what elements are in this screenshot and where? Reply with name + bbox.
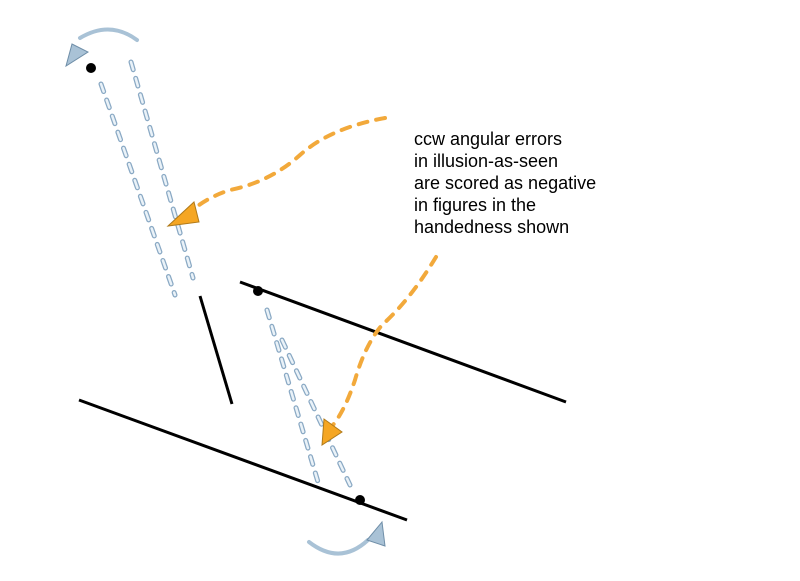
caption-text: ccw angular errors in illusion-as-seen a… <box>414 128 714 238</box>
caption-line-3: are scored as negative <box>414 173 597 193</box>
caption-line-5: handedness shown <box>414 217 570 237</box>
orange-leader-lower <box>331 255 438 427</box>
caption-line-1: ccw angular errors <box>414 129 563 149</box>
blue-dashed-guide-lower <box>264 307 353 488</box>
rotation-arrow-top-icon <box>65 27 139 68</box>
orange-arrowhead-lower-icon <box>321 418 343 446</box>
caption-line-4: in figures in the <box>414 195 537 215</box>
lower-parallel-line <box>78 398 408 522</box>
rotation-arrow-bottom-icon <box>307 520 386 556</box>
orange-arrowhead-upper-icon <box>166 201 200 227</box>
top-left-dot <box>86 63 96 73</box>
blue-dashed-guide-upper <box>98 59 196 298</box>
orange-leader-upper <box>186 116 387 216</box>
lower-line-dot <box>355 495 365 505</box>
upper-line-dot <box>253 286 263 296</box>
caption-line-2: in illusion-as-seen <box>414 151 559 171</box>
upper-parallel-line <box>239 280 567 404</box>
transversal-segment <box>198 295 234 405</box>
